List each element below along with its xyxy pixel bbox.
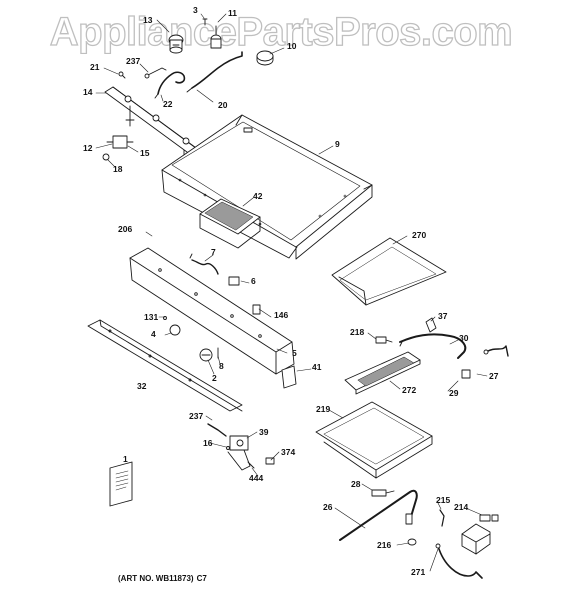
- part-30-tube: [399, 333, 467, 359]
- callout-8: 8: [219, 361, 224, 371]
- callout-5: 5: [292, 348, 297, 358]
- callout-41: 41: [312, 362, 322, 372]
- callout-3: 3: [193, 5, 198, 15]
- part-27-tube: [483, 345, 509, 357]
- callout-16: 16: [203, 438, 213, 448]
- part-271-tube: [435, 543, 483, 579]
- callout-6: 6: [251, 276, 256, 286]
- callout-206: 206: [118, 224, 133, 234]
- callout-237-bottom: 237: [189, 411, 204, 421]
- callout-20: 20: [218, 100, 228, 110]
- callout-18: 18: [113, 164, 123, 174]
- callout-32: 32: [137, 381, 147, 391]
- callout-1: 1: [123, 454, 128, 464]
- callout-14: 14: [83, 87, 93, 97]
- part-12-valve: [106, 135, 134, 149]
- callout-218: 218: [350, 327, 365, 337]
- callout-42: 42: [253, 191, 263, 201]
- callout-7: 7: [211, 247, 216, 257]
- callout-11: 11: [228, 8, 237, 18]
- part-270-shield: [331, 237, 447, 306]
- part-444-bracket: [247, 461, 255, 469]
- callout-37: 37: [438, 311, 448, 321]
- callout-30: 30: [459, 333, 469, 343]
- part-16-screw: [226, 446, 230, 450]
- part-22-tube: [154, 71, 186, 99]
- callout-27: 27: [489, 371, 499, 381]
- part-28-ignitor: [371, 489, 395, 497]
- part-215-bracket: [439, 509, 445, 527]
- callout-271: 271: [411, 567, 426, 577]
- callout-12: 12: [83, 143, 93, 153]
- part-13-valve: [168, 34, 184, 54]
- callout-270: 270: [412, 230, 427, 240]
- callout-272: 272: [402, 385, 417, 395]
- part-37-bracket: [425, 317, 437, 333]
- callout-214: 214: [454, 502, 469, 512]
- part-237-tube-lower: [207, 423, 227, 437]
- callout-10: 10: [287, 41, 297, 51]
- part-6-switch: [228, 276, 240, 286]
- part-1-literature: [109, 461, 133, 507]
- callout-22: 22: [163, 99, 173, 109]
- part-39-valve: [227, 435, 251, 471]
- callout-215: 215: [436, 495, 451, 505]
- part-18-nut: [102, 153, 110, 161]
- callout-26: 26: [323, 502, 333, 512]
- callout-39: 39: [259, 427, 269, 437]
- callout-219: 219: [316, 404, 331, 414]
- part-219-shield: [315, 401, 433, 479]
- part-146-clip: [252, 304, 261, 315]
- part-218-ignitor: [375, 336, 393, 344]
- part-29-orifice: [461, 369, 471, 379]
- part-42-shield: [199, 198, 261, 249]
- callout-13: 13: [143, 15, 153, 25]
- callout-146: 146: [274, 310, 289, 320]
- callout-2: 2: [212, 373, 217, 383]
- part-216-nut: [407, 538, 417, 546]
- art-number-text: (ART NO. WB11873): [118, 574, 194, 583]
- part-7-wire: [189, 253, 219, 275]
- part-214-regulator: [461, 514, 499, 555]
- art-number-code: C7: [196, 574, 207, 583]
- part-20-tube: [186, 51, 243, 93]
- callout-29: 29: [449, 388, 459, 398]
- callout-131: 131: [144, 312, 159, 322]
- part-21-screw: [118, 71, 126, 79]
- part-10-knob: [256, 50, 274, 66]
- callout-237-top: 237: [126, 56, 141, 66]
- part-237-tube: [144, 67, 167, 79]
- art-number: (ART NO. WB11873)C7: [118, 574, 210, 583]
- watermark: AppliancePartsPros.com: [49, 9, 513, 54]
- callout-216: 216: [377, 540, 392, 550]
- part-272-burner: [344, 351, 421, 395]
- part-26-tube: [339, 489, 418, 541]
- part-32-trim-strip: [87, 319, 243, 412]
- callout-9: 9: [335, 139, 340, 149]
- part-9-burner-box: [161, 114, 373, 260]
- part-374-plug: [265, 457, 275, 465]
- part-4-knob: [169, 324, 181, 336]
- leader-lines: [95, 13, 488, 572]
- callout-15: 15: [140, 148, 150, 158]
- part-2-knob: [199, 348, 213, 362]
- callout-4: 4: [151, 329, 156, 339]
- part-3-screw: [202, 18, 208, 26]
- callout-374: 374: [281, 447, 296, 457]
- part-41-cap: [281, 365, 297, 389]
- callout-21: 21: [90, 62, 100, 72]
- part-11-orifice: [210, 25, 222, 49]
- callout-444: 444: [249, 473, 264, 483]
- callout-28: 28: [351, 479, 361, 489]
